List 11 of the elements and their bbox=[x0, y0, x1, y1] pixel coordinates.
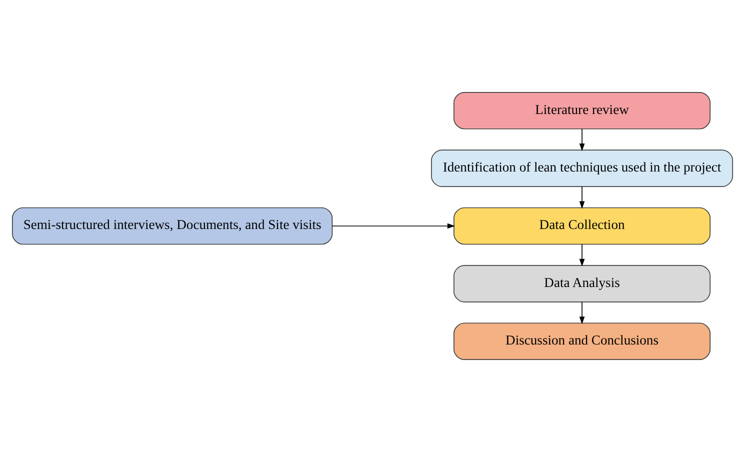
node-box: Literature review bbox=[454, 92, 711, 130]
node-box: Semi-structured interviews, Documents, and Site visits bbox=[12, 207, 333, 245]
arrow bbox=[579, 128, 585, 152]
node-box: Data Analysis bbox=[454, 265, 711, 302]
node-box: Discussion and Conclusions bbox=[454, 322, 711, 360]
arrow bbox=[579, 244, 585, 267]
arrow bbox=[579, 302, 585, 324]
node-box: Data Collection bbox=[454, 207, 711, 245]
arrow bbox=[332, 223, 456, 229]
node-box: Identification of lean techniques used in the project bbox=[431, 150, 734, 187]
arrow bbox=[579, 186, 585, 209]
